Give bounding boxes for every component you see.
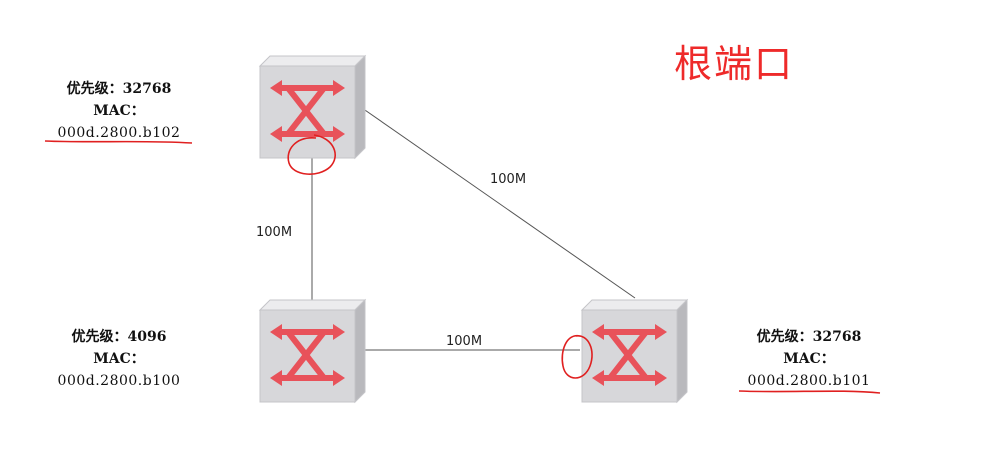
switch-bottom-right-info: 优先级：32768 MAC： 000d.2800.b101 bbox=[720, 326, 898, 392]
root-port-circle-top bbox=[287, 134, 336, 175]
priority-text: 优先级：32768 bbox=[66, 81, 172, 97]
mac-label: MAC： bbox=[783, 351, 835, 367]
switch-bottom-left[interactable] bbox=[260, 300, 365, 402]
link-label-diagonal: 100M bbox=[490, 172, 527, 187]
priority-text: 优先级：4096 bbox=[71, 329, 167, 345]
switch-top[interactable] bbox=[260, 56, 365, 158]
mac-label: MAC： bbox=[93, 351, 145, 367]
switch-bottom-right[interactable] bbox=[582, 300, 687, 402]
mac-label: MAC： bbox=[93, 103, 145, 119]
switch-bottom-left-info: 优先级：4096 MAC： 000d.2800.b100 bbox=[30, 326, 208, 392]
link-top-bottom-right bbox=[361, 107, 636, 299]
link-label-horizontal: 100M bbox=[446, 334, 483, 349]
mac-address: 000d.2800.b102 bbox=[57, 125, 181, 141]
priority-text: 优先级：32768 bbox=[756, 329, 862, 345]
mac-address: 000d.2800.b101 bbox=[747, 373, 871, 389]
root-port-circle-right bbox=[561, 335, 593, 379]
switch-top-info: 优先级：32768 MAC： 000d.2800.b102 bbox=[30, 78, 208, 144]
underline-top-left bbox=[44, 140, 193, 144]
underline-bottom-right bbox=[738, 390, 881, 394]
link-label-vertical: 100M bbox=[256, 225, 293, 240]
mac-address: 000d.2800.b100 bbox=[57, 373, 181, 389]
root-port-heading: 根端口 bbox=[674, 42, 795, 86]
